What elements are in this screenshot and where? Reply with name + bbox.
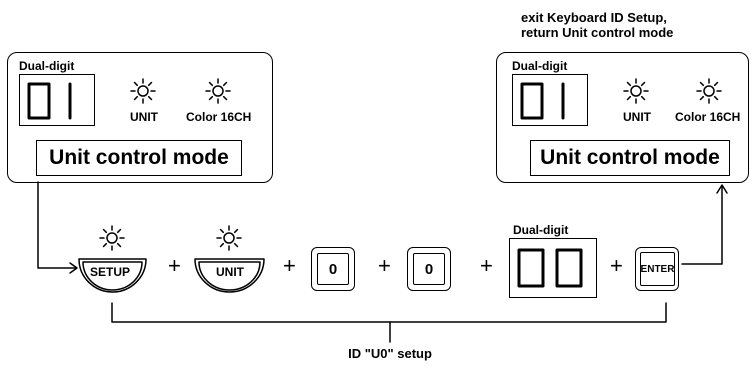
right-caption-line1: exit Keyboard ID Setup, xyxy=(521,10,667,25)
enter-key[interactable]: ENTER xyxy=(635,247,679,291)
right-color-16ch-label: Color 16CH xyxy=(675,110,741,124)
right-unit-label: UNIT xyxy=(623,110,651,124)
plus-sign: + xyxy=(610,253,623,278)
bracket-line xyxy=(111,302,667,343)
left-mode-text: Unit control mode xyxy=(49,146,229,169)
left-mode-box: Unit control mode xyxy=(36,140,242,176)
footer-label: ID "U0" setup xyxy=(348,346,432,361)
right-caption-line2: return Unit control mode xyxy=(521,25,674,40)
lamp-on-icon xyxy=(623,78,649,104)
sequence-dual-digit-label: Dual-digit xyxy=(513,223,569,237)
left-dual-digit-label: Dual-digit xyxy=(19,59,75,73)
sequence-dual-digit-display xyxy=(509,238,597,298)
zero-key-1[interactable]: 0 xyxy=(311,247,355,291)
lamp-on-icon xyxy=(130,78,156,104)
arrow-icon xyxy=(37,181,78,274)
plus-sign: + xyxy=(480,253,493,278)
right-mode-text: Unit control mode xyxy=(540,146,720,169)
zero-key-1-label: 0 xyxy=(317,253,349,285)
unit-button xyxy=(194,258,265,293)
sequence-digit-0a xyxy=(517,248,545,288)
lamp-on-icon xyxy=(696,78,722,104)
setup-button xyxy=(78,258,147,293)
right-digit-0 xyxy=(520,82,544,120)
lamp-on-icon xyxy=(216,225,242,251)
enter-key-label: ENTER xyxy=(640,252,675,286)
sequence-digit-0b xyxy=(555,248,583,288)
right-dual-digit-label: Dual-digit xyxy=(512,59,568,73)
left-digit-0 xyxy=(27,82,51,120)
left-color-16ch-label: Color 16CH xyxy=(186,110,252,124)
plus-sign: + xyxy=(283,253,296,278)
zero-key-2-label: 0 xyxy=(413,253,445,285)
setup-button-label[interactable]: SETUP xyxy=(89,265,130,279)
left-unit-label: UNIT xyxy=(130,110,158,124)
plus-sign: + xyxy=(168,253,181,278)
zero-key-2[interactable]: 0 xyxy=(407,247,451,291)
right-mode-box: Unit control mode xyxy=(530,140,730,176)
unit-button-label[interactable]: UNIT xyxy=(216,265,244,279)
lamp-on-icon xyxy=(205,78,231,104)
lamp-on-icon xyxy=(99,225,125,251)
arrow-icon xyxy=(681,184,728,265)
plus-sign: + xyxy=(378,253,391,278)
